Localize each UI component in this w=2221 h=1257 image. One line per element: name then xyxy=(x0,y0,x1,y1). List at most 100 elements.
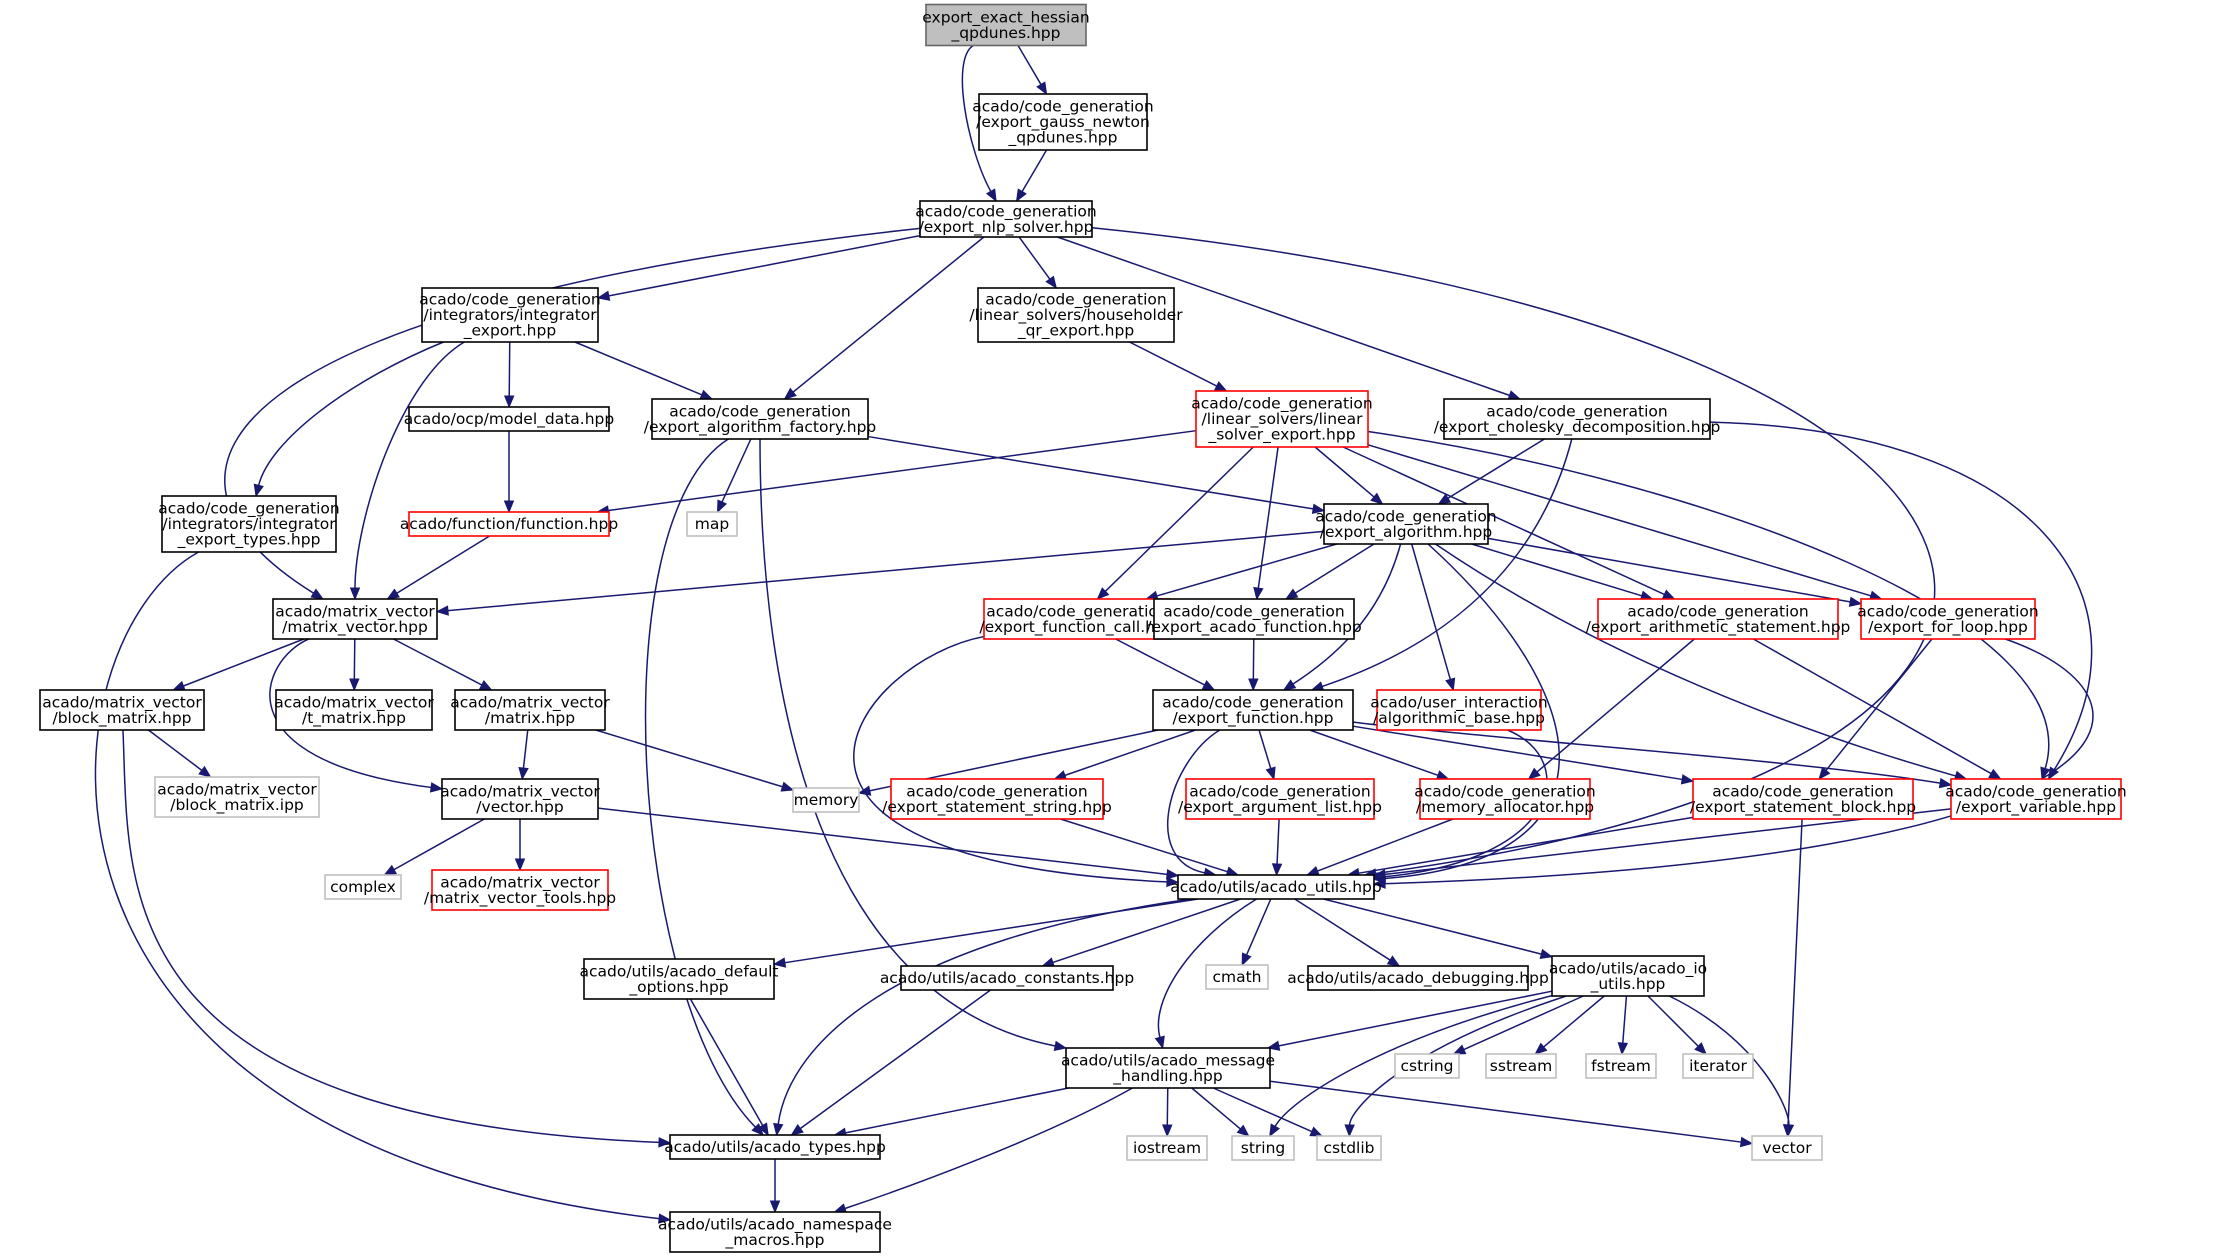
node-function-call[interactable]: acado/code_generation/export_function_ca… xyxy=(979,598,1175,640)
edge-line xyxy=(1057,236,1510,397)
node-box xyxy=(978,93,1148,151)
node-for-loop[interactable]: acado/code_generation/export_for_loop.hp… xyxy=(1857,598,2039,640)
node-label-line: _qpdunes.hpp xyxy=(951,24,1061,43)
node-t-matrix[interactable]: acado/matrix_vector/t_matrix.hpp xyxy=(274,689,434,731)
node-label-line: acado/utils/acado_io xyxy=(1549,959,1707,978)
edge-arithmetic-to-export_variable xyxy=(1752,638,2002,780)
node-cholesky[interactable]: acado/code_generation/export_cholesky_de… xyxy=(1434,398,1721,440)
edge-linear_solver-to-function_call xyxy=(1096,446,1254,600)
node-label-line: acado/code_generation xyxy=(1414,782,1596,801)
edge-line xyxy=(1018,236,1051,280)
node-export-variable[interactable]: acado/code_generation/export_variable.hp… xyxy=(1945,778,2127,820)
node-matrix-vector[interactable]: acado/matrix_vector/matrix_vector.hpp xyxy=(272,598,438,640)
node-integrator-types[interactable]: acado/code_generation/integrators/integr… xyxy=(158,495,340,553)
node-nlp-solver[interactable]: acado/code_generation/export_nlp_solver.… xyxy=(915,200,1097,238)
edge-line xyxy=(1471,543,1643,597)
node-mv-tools[interactable]: acado/matrix_vector/matrix_vector_tools.… xyxy=(424,869,616,911)
node-label-line: /export_cholesky_decomposition.hpp xyxy=(1434,418,1721,437)
node-label-line: acado/user_interaction xyxy=(1370,693,1547,712)
edge-arrowhead xyxy=(773,1122,784,1137)
node-box xyxy=(669,1134,881,1160)
node-integrator-export[interactable]: acado/code_generation/integrators/integr… xyxy=(419,287,601,343)
edge-arrowhead xyxy=(1818,766,1831,781)
edge-line xyxy=(1434,543,1956,777)
edge-integrator_export-to-integrator_types xyxy=(253,341,444,498)
edge-argument_list-to-acado_utils xyxy=(1271,818,1283,877)
node-algorithmic-base[interactable]: acado/user_interaction/algorithmic_base.… xyxy=(1370,689,1548,731)
edge-line xyxy=(777,898,1191,1125)
edge-arrowhead xyxy=(1370,492,1384,505)
node-block-matrix[interactable]: acado/matrix_vector/block_matrix.hpp xyxy=(39,689,205,731)
edge-export_function-to-memory_allocator xyxy=(1309,729,1450,781)
node-arithmetic[interactable]: acado/code_generation/export_arithmetic_… xyxy=(1586,598,1851,640)
edge-arrowhead xyxy=(699,389,714,400)
node-householder[interactable]: acado/code_generation/linear_solvers/hou… xyxy=(969,287,1183,343)
node-map: map xyxy=(686,511,738,537)
node-linear-solver[interactable]: acado/code_generation/linear_solvers/lin… xyxy=(1191,390,1373,448)
node-label-line: /matrix.hpp xyxy=(485,709,575,727)
edge-line xyxy=(1752,638,1992,775)
edge-line xyxy=(1278,990,1553,1047)
node-label-line: acado/matrix_vector xyxy=(274,693,434,712)
node-gauss-newton[interactable]: acado/code_generation/export_gauss_newto… xyxy=(972,93,1154,151)
node-box xyxy=(686,511,738,537)
node-io-utils[interactable]: acado/utils/acado_io_utils.hpp xyxy=(1549,955,1707,997)
node-label-line: /export_algorithm_factory.hpp xyxy=(644,418,877,437)
node-statement-block[interactable]: acado/code_generation/export_statement_b… xyxy=(1690,778,1916,820)
edge-integrator_export-to-matrix_vector xyxy=(349,341,465,601)
node-label-line: acado/code_generation xyxy=(985,291,1167,310)
node-statement-string[interactable]: acado/code_generation/export_statement_s… xyxy=(882,778,1112,820)
edge-root-to-nlp_solver xyxy=(961,44,997,203)
node-model-data[interactable]: acado/ocp/model_data.hpp xyxy=(404,406,614,432)
edge-line xyxy=(853,635,1168,883)
node-label-line: /export_argument_list.hpp xyxy=(1178,798,1382,817)
node-box xyxy=(1394,1053,1460,1079)
node-message-handling[interactable]: acado/utils/acado_message_handling.hpp xyxy=(1061,1047,1275,1089)
node-default-options[interactable]: acado/utils/acado_default_options.hpp xyxy=(579,958,779,1000)
node-export-function[interactable]: acado/code_generation/export_function.hp… xyxy=(1152,689,1354,731)
edge-acado_utils-to-default_options xyxy=(772,898,1199,968)
node-memory-allocator[interactable]: acado/code_generation/memory_allocator.h… xyxy=(1414,778,1596,820)
node-algorithm-factory[interactable]: acado/code_generation/export_algorithm_f… xyxy=(644,398,877,440)
node-acado-types[interactable]: acado/utils/acado_types.hpp xyxy=(664,1134,886,1160)
edge-line xyxy=(721,438,752,503)
node-box xyxy=(1419,778,1591,820)
edge-line xyxy=(1323,898,1542,955)
node-debugging[interactable]: acado/utils/acado_debugging.hpp xyxy=(1287,965,1549,991)
node-box xyxy=(792,787,860,813)
node-label-line: /matrix_vector_tools.hpp xyxy=(424,889,616,908)
node-function[interactable]: acado/function/function.hpp xyxy=(400,511,618,537)
node-iterator: iterator xyxy=(1682,1053,1754,1079)
edge-line xyxy=(1156,543,1337,597)
edge-arrowhead xyxy=(198,765,212,778)
node-acado-function[interactable]: acado/code_generation/export_acado_funct… xyxy=(1146,598,1362,640)
node-acado-utils[interactable]: acado/utils/acado_utils.hpp xyxy=(1170,874,1382,900)
edge-linear_solver-to-export_variable xyxy=(1367,430,2051,781)
edge-arrowhead xyxy=(857,785,872,796)
edge-line xyxy=(1384,543,1560,880)
node-algorithm[interactable]: acado/code_generation/export_algorithm.h… xyxy=(1315,503,1497,545)
edge-line xyxy=(792,236,985,393)
node-label-line: acado/code_generation xyxy=(669,402,851,421)
edge-io_utils-to-fstream xyxy=(1617,995,1629,1056)
edge-message_handling-to-string xyxy=(1191,1087,1250,1137)
node-box xyxy=(275,689,433,731)
node-root[interactable]: export_exact_hessian_qpdunes.hpp xyxy=(922,3,1090,47)
edge-default_options-to-acado_types xyxy=(689,998,769,1137)
node-label-line: acado/code_generation xyxy=(1162,693,1344,712)
node-label-line: _macros.hpp xyxy=(725,1231,825,1250)
edge-line xyxy=(1276,818,1280,865)
edge-matrix_vector-to-block_matrix xyxy=(171,638,305,691)
node-argument-list[interactable]: acado/code_generation/export_argument_li… xyxy=(1178,778,1382,820)
edge-line xyxy=(94,551,660,1220)
node-box xyxy=(1751,1135,1823,1161)
node-label-line: acado/matrix_vector xyxy=(440,873,600,892)
node-box xyxy=(1551,955,1705,997)
edge-arrowhead xyxy=(1162,1124,1173,1138)
node-constants[interactable]: acado/utils/acado_constants.hpp xyxy=(880,965,1134,991)
node-vector[interactable]: acado/matrix_vector/vector.hpp xyxy=(440,778,600,820)
edge-line xyxy=(1274,994,1553,1127)
node-namespace-macros[interactable]: acado/utils/acado_namespace_macros.hpp xyxy=(658,1211,892,1253)
node-label-line: /export_function_call.hpp xyxy=(979,618,1174,637)
node-matrix[interactable]: acado/matrix_vector/matrix.hpp xyxy=(450,689,610,731)
